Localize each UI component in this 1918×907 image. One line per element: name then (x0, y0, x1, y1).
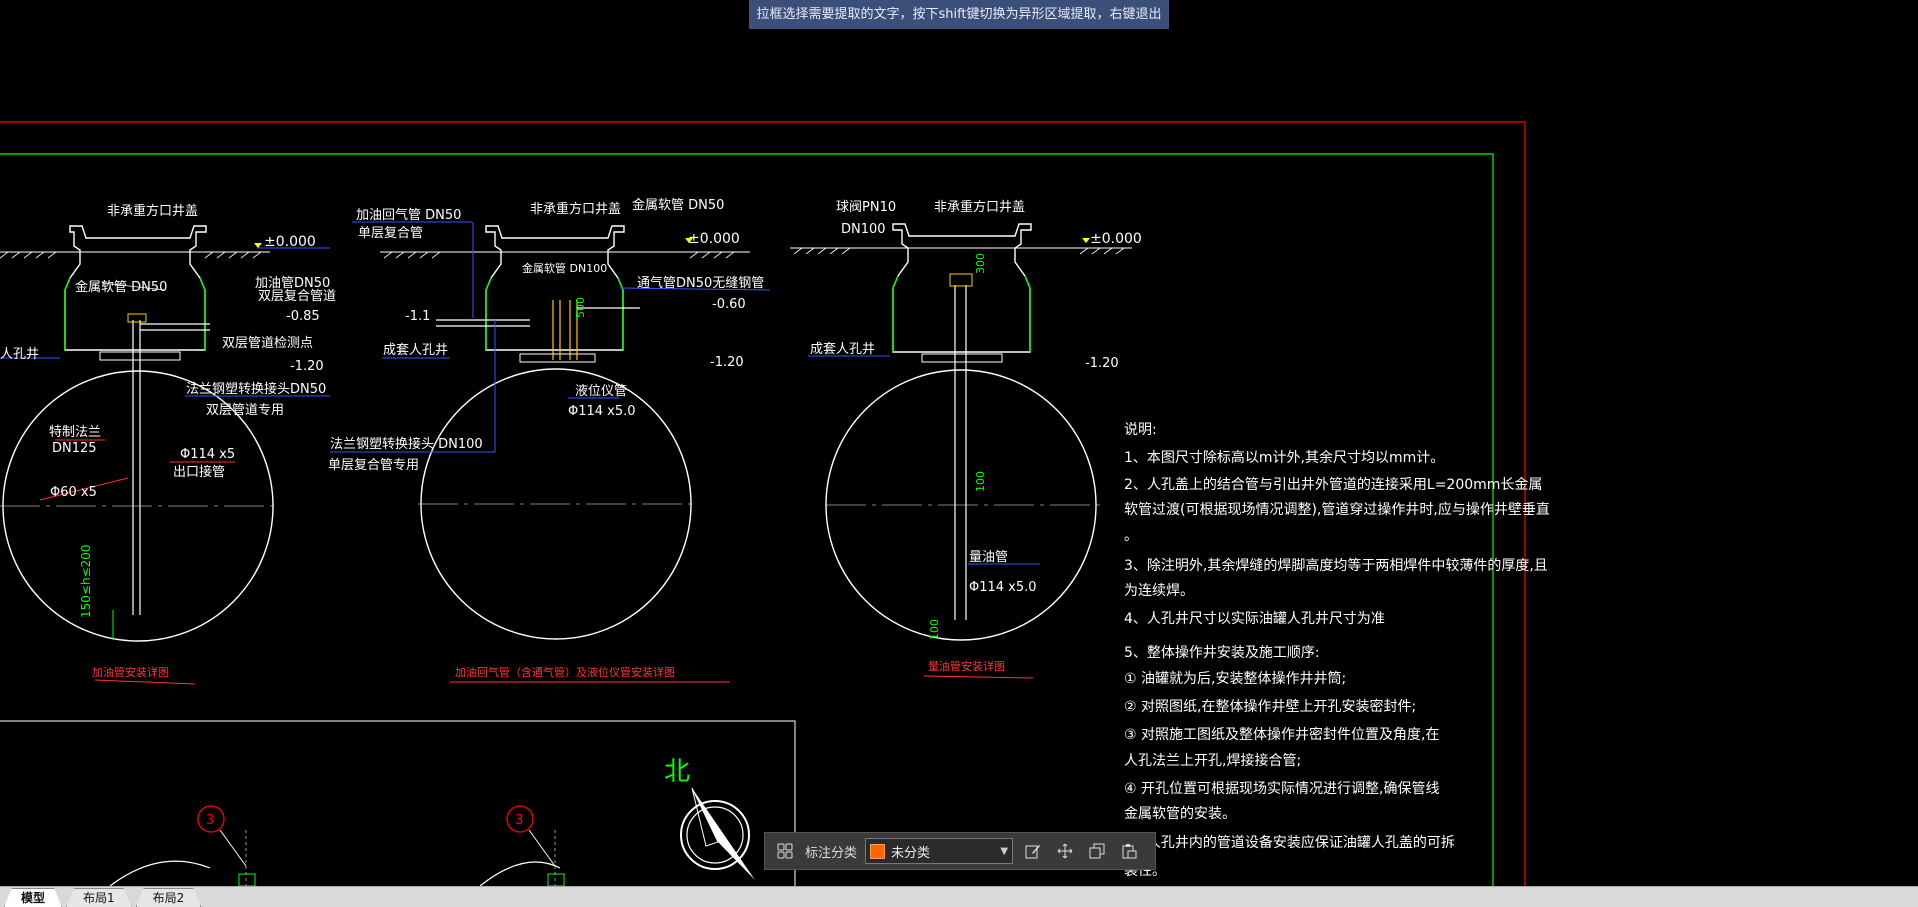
edit-icon[interactable] (1021, 839, 1045, 863)
category-select[interactable]: 未分类 ▼ (865, 838, 1014, 864)
notes-line: 6、人孔井内的管道设备安装应保证油罐人孔盖的可拆 (1124, 834, 1455, 851)
tank1-label: Φ60 x5 (50, 485, 97, 500)
tank2-label: Φ114 x5.0 (568, 404, 636, 419)
tank3-level: ±0.000 (1090, 231, 1142, 247)
tank1-cover-label: 非承重方口井盖 (107, 203, 198, 219)
tank1-label: 人孔井 (0, 347, 39, 362)
tank1-label: 双层复合管道 (258, 289, 336, 304)
tank1-label: 特制法兰 (49, 425, 101, 440)
tank2-label: 500 (574, 297, 587, 318)
notes-line: 为连续焊。 (1124, 582, 1194, 599)
tank3-label: 量油管 (969, 550, 1008, 565)
tank3-label: 300 (974, 253, 987, 274)
category-label: 标注分类 (805, 845, 858, 861)
tank2-label: -0.60 (712, 297, 746, 312)
notes-line: ④ 开孔位置可根据现场实际情况进行调整,确保管线 (1124, 781, 1439, 797)
copy-icon[interactable] (1085, 839, 1109, 863)
tank3-label: 100 (928, 619, 941, 640)
notes-line: ① 油罐就为后,安装整体操作井井筒; (1124, 670, 1346, 687)
category-selected-value: 未分类 (891, 845, 931, 861)
notes-line: 软管过渡(可根据现场情况调整),管道穿过操作井时,应与操作井壁垂直 (1124, 501, 1550, 518)
tank2-caption: 加油回气管（含通气管）及液位仪管安装详图 (455, 665, 675, 679)
category-color-swatch (870, 843, 886, 859)
tank1-label: Φ114 x5 (180, 447, 235, 462)
tank2-label: 金属软管 DN100 (522, 261, 607, 275)
tank1-label: 双层管道专用 (206, 403, 284, 418)
tank2-label: 加油回气管 DN50 (356, 207, 461, 223)
north-arrow-circle (680, 800, 750, 870)
tank1-label: 金属软管 DN50 (75, 279, 167, 295)
tank3-label: Φ114 x5.0 (969, 580, 1037, 595)
tank2-label: 法兰钢塑转换接头 DN100 (330, 436, 483, 452)
notes-title: 说明: (1124, 422, 1157, 438)
tank2-label: 液位仪管 (575, 384, 627, 399)
chevron-down-icon: ▼ (1000, 845, 1009, 857)
tank3-detail: 非承重方口井盖 ±0.000 球阀PN10 DN100 成套人孔井 -1.20 … (790, 199, 1142, 679)
tank3-label: DN100 (841, 222, 886, 237)
notes-line: ② 对照图纸,在整体操作井壁上开孔安装密封件; (1124, 698, 1416, 715)
tank1-detail: 非承重方口井盖 ±0.000 金属软管 DN50 加油管DN50 双层复合管道 … (0, 203, 336, 685)
notes-line: 1、本图尺寸除标高以m计外,其余尺寸均以mm计。 (1124, 449, 1444, 466)
tab-layout2[interactable]: 布局2 (136, 888, 202, 907)
tab-layout1[interactable]: 布局1 (66, 888, 132, 907)
extract-hint-banner: 拉框选择需要提取的文字，按下shift键切换为异形区域提取，右键退出 (749, 0, 1169, 29)
tank1-label: 法兰钢塑转换接头DN50 (186, 381, 326, 397)
tank3-label: 100 (974, 471, 987, 492)
grid-icon[interactable] (773, 839, 797, 863)
notes-line: 4、人孔井尺寸以实际油罐人孔井尺寸为准 (1124, 611, 1385, 627)
tank1-label: 双层管道检测点 (222, 336, 313, 351)
north-label: 北 (664, 757, 690, 787)
callout-number: 3 (206, 813, 214, 828)
tank1-level: ±0.000 (264, 234, 316, 250)
notes-line: 3、除注明外,其余焊缝的焊脚高度均等于两相焊件中较薄件的厚度,且 (1124, 557, 1548, 574)
tank1-label: DN125 (52, 441, 97, 456)
notes-line: ③ 对照施工图纸及整体操作井密封件位置及角度,在 (1124, 726, 1439, 743)
layout-tab-bar: 模型 布局1 布局2 (0, 886, 1918, 907)
notes-line: 金属软管的安装。 (1124, 806, 1236, 822)
tank2-label: 成套人孔井 (383, 342, 448, 358)
cad-drawing-canvas[interactable]: 非承重方口井盖 ±0.000 金属软管 DN50 加油管DN50 双层复合管道 … (0, 0, 1918, 886)
tank3-cover-label: 非承重方口井盖 (934, 199, 1025, 215)
tank2-label: 通气管DN50无缝钢管 (637, 275, 764, 291)
paste-icon[interactable] (1117, 839, 1141, 863)
notes-line: 2、人孔盖上的结合管与引出井外管道的连接采用L=200mm长金属 (1124, 476, 1542, 493)
tank1-label: 出口接管 (173, 464, 225, 480)
notes-line: 。 (1124, 528, 1138, 544)
tank3-label: 成套人孔井 (810, 341, 875, 357)
tab-model[interactable]: 模型 (4, 888, 62, 907)
tank3-caption: 量油管安装详图 (928, 659, 1005, 673)
tank2-label: -1.1 (405, 309, 430, 324)
tank3-label: 球阀PN10 (836, 200, 896, 215)
tank1-caption: 加油管安装详图 (92, 665, 169, 679)
tank3-label: -1.20 (1085, 356, 1119, 371)
tank1-label: 150≤h≤200 (79, 544, 93, 618)
tank1-label: -1.20 (290, 359, 324, 374)
callout-circle (506, 805, 534, 833)
move-icon[interactable] (1053, 839, 1077, 863)
tank2-level: ±0.000 (688, 231, 740, 247)
north-arrow-icon (692, 788, 755, 880)
callout-number: 3 (515, 813, 523, 828)
tank2-label: 金属软管 DN50 (632, 197, 724, 213)
notes-line: 5、整体操作井安装及施工顺序: (1124, 645, 1320, 661)
notes-line: 人孔法兰上开孔,焊接接合管; (1124, 752, 1301, 769)
annotation-toolbar: 标注分类 未分类 ▼ (764, 832, 1156, 870)
cad-drawing: 非承重方口井盖 ±0.000 金属软管 DN50 加油管DN50 双层复合管道 … (0, 121, 1550, 886)
callout-circle (197, 805, 225, 833)
tank1-label: 加油管DN50 (255, 276, 330, 291)
notes-block: 说明: 1、本图尺寸除标高以m计外,其余尺寸均以mm计。 2、人孔盖上的结合管与… (1124, 422, 1550, 879)
lower-plan: 3 3 北 (109, 757, 755, 886)
tank2-detail: 非承重方口井盖 ±0.000 加油回气管 DN50 单层复合管 金属软管 DN5… (328, 197, 771, 683)
tank1-label: -0.85 (286, 309, 320, 324)
tank2-label: 单层复合管 (358, 226, 423, 241)
lower-panel-frame (0, 720, 796, 886)
tank2-label: -1.20 (710, 355, 744, 370)
tank2-label: 单层复合管专用 (328, 458, 419, 473)
tank2-cover-label: 非承重方口井盖 (530, 201, 621, 217)
